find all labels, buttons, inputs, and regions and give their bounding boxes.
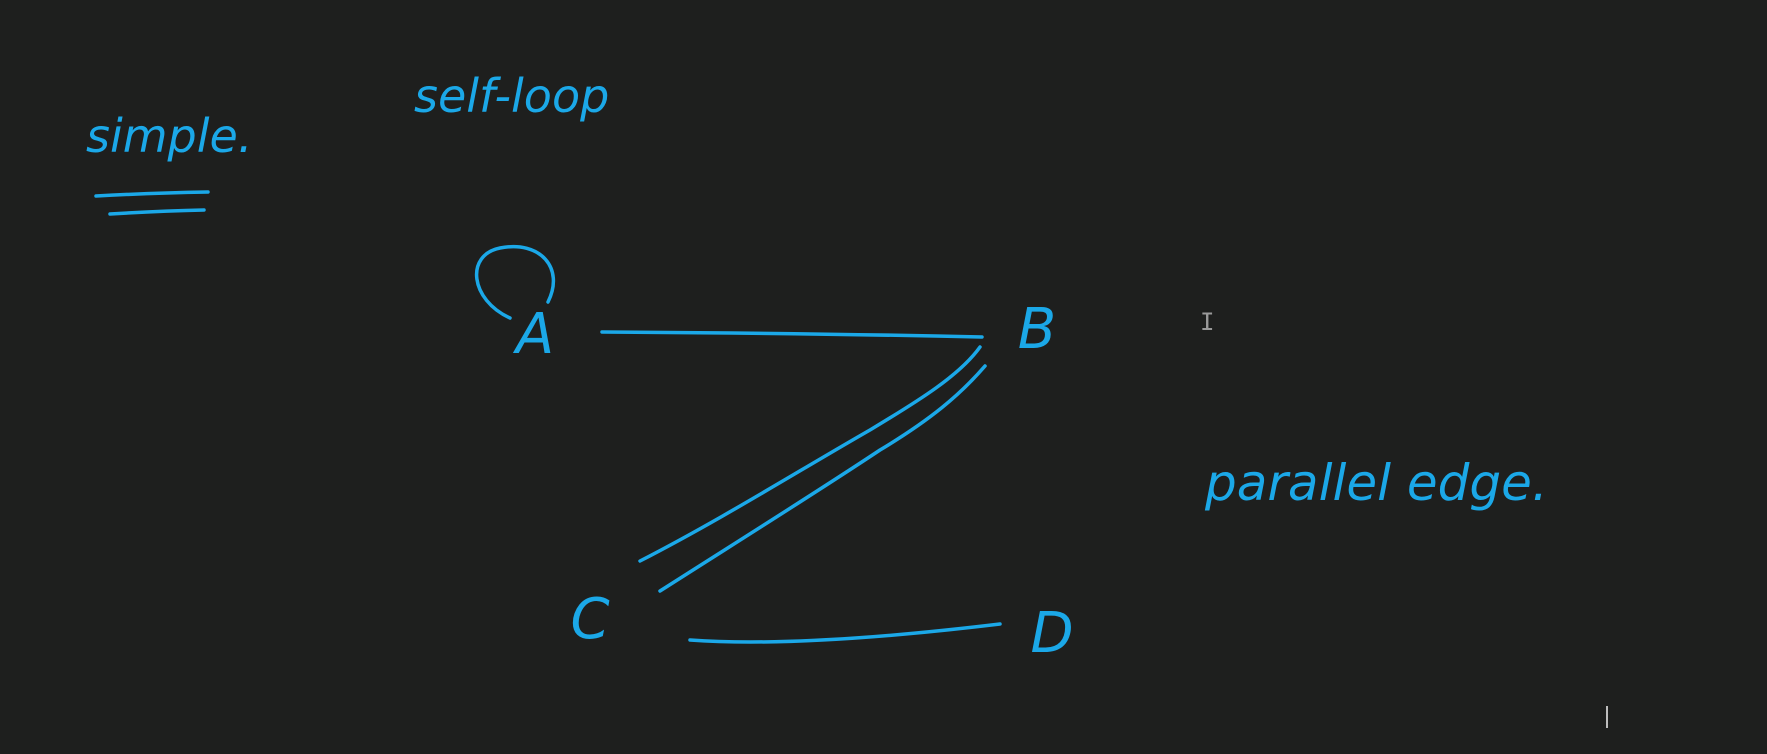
underline-stroke <box>94 190 210 198</box>
edge-c-d <box>688 622 1002 644</box>
edge-self-loop-a <box>474 244 556 320</box>
edge-layer <box>474 244 1002 644</box>
annotation-parallel-edge: parallel edge. <box>1204 454 1548 512</box>
node-b: B <box>1018 297 1056 362</box>
node-layer: A B C D <box>513 297 1074 666</box>
node-d: D <box>1030 601 1073 666</box>
annotation-simple: simple. <box>86 109 252 163</box>
node-c: C <box>570 587 609 652</box>
text-cursor-icon: I <box>1200 308 1214 336</box>
annotation-self-loop: self-loop <box>414 69 609 123</box>
edge-b-c-parallel-2 <box>658 364 987 593</box>
underline-stroke <box>108 208 206 216</box>
edge-b-c-parallel-1 <box>638 345 982 563</box>
node-a: A <box>513 302 554 367</box>
edge-a-b <box>600 330 984 339</box>
